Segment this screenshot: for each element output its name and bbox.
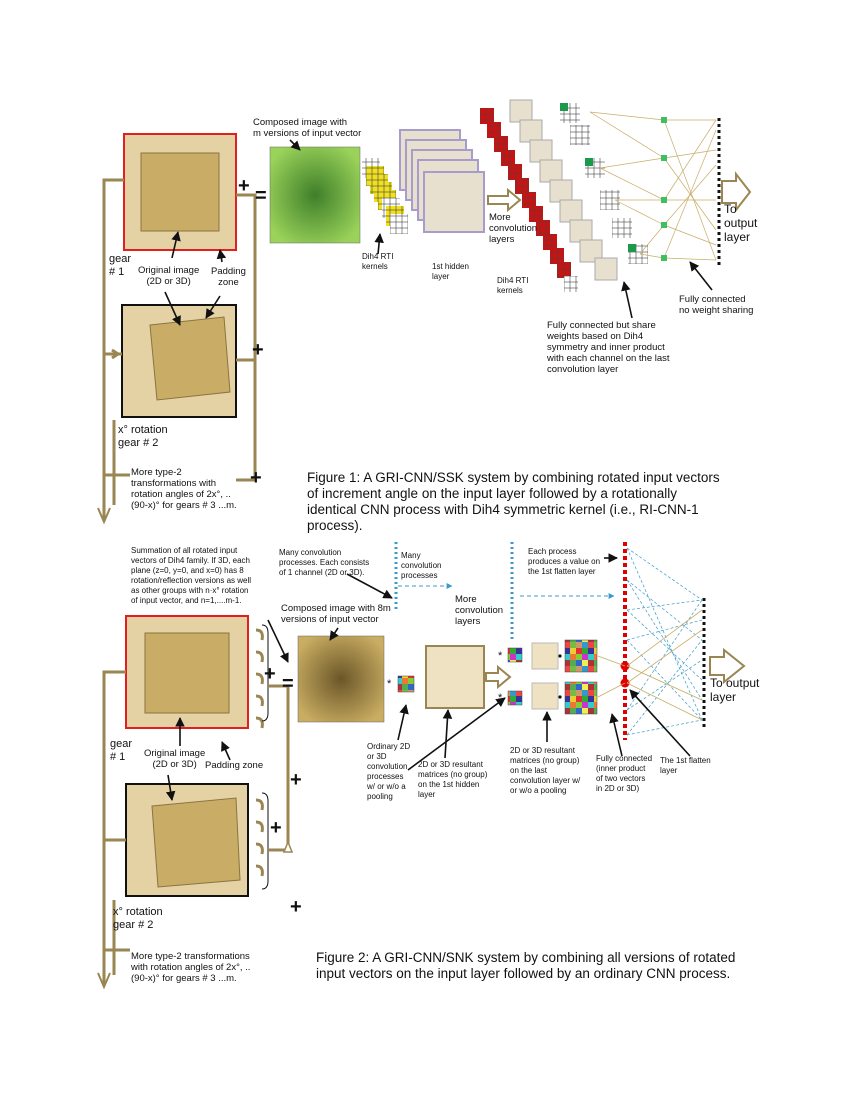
fig1-more-conv-label: More convolution layers xyxy=(489,212,538,245)
fig1-kernels2-label: Dih4 RTI kernels xyxy=(497,276,529,295)
fig2-pointer-arrows xyxy=(165,553,691,801)
fig1-output-label: To output layer xyxy=(724,202,758,244)
fig1-pointer-arrows xyxy=(164,139,713,326)
fig2-ordinary-label: Ordinary 2D or 3D convolution processes … xyxy=(367,742,411,801)
flatten-nodes xyxy=(661,117,667,261)
fc-connections xyxy=(589,111,717,261)
fig2-more-conv-label: More convolution layers xyxy=(455,594,504,627)
composed-image-2 xyxy=(297,635,385,723)
flow-arrow-icon xyxy=(487,187,522,213)
fig1-fc-share-label: Fully connected but share weights based … xyxy=(547,320,670,375)
fig2-gear1-label: gear # 1 xyxy=(110,738,133,763)
brace-arrows xyxy=(255,628,264,877)
fig2-padding-label: Padding zone xyxy=(205,760,264,771)
fig2-star-2: * xyxy=(498,650,503,662)
down-arrow-icon xyxy=(97,507,111,525)
fig2-star-3: * xyxy=(498,692,503,704)
fig1-hidden-label: 1st hidden layer xyxy=(432,262,469,281)
flow-arrow-icon-2 xyxy=(485,664,512,690)
fig1-more-type2-label: More type-2 transformations with rotatio… xyxy=(131,467,237,511)
fig1-equals: = xyxy=(255,185,267,207)
fig1-fc-noshare-label: Fully connected no weight sharing xyxy=(679,294,754,316)
down-arrow-icon-2 xyxy=(97,972,111,990)
fc-weight-grid-2 xyxy=(564,681,598,715)
fig1-plus-3: + xyxy=(250,467,262,489)
routing-lines xyxy=(102,178,257,520)
fc-gold-lines-2 xyxy=(597,609,703,721)
fig2-composed-label: Composed image with 8m versions of input… xyxy=(281,603,391,625)
figure1-caption: Figure 1: A GRI-CNN/SSK system by combin… xyxy=(307,470,720,533)
original-image-square xyxy=(140,152,220,232)
figure1-diagram xyxy=(97,99,752,525)
fig2-star-1: * xyxy=(387,678,392,690)
fig1-plus-2: + xyxy=(252,339,264,361)
fig2-plus-3: + xyxy=(270,817,282,839)
fig1-kernels-label: Dih4 RTI kernels xyxy=(362,252,394,271)
fig2-fc-label: Fully connected (inner product of two ve… xyxy=(596,754,653,793)
fig1-original-label: Original image (2D or 3D) xyxy=(138,265,200,287)
fig2-original-label: Original image (2D or 3D) xyxy=(144,748,206,770)
kernel-stack xyxy=(362,158,408,234)
routing-lines-2 xyxy=(102,670,290,985)
fig2-flatten-label: The 1st flatten layer xyxy=(660,756,711,775)
fig2-output-label: To output layer xyxy=(710,676,760,704)
last-conv-matrix-1 xyxy=(531,642,559,670)
fig1-padding-label: Padding zone xyxy=(211,266,246,288)
fig2-resultant1-label: 2D or 3D resultant matrices (no group) o… xyxy=(418,760,488,799)
figure2-diagram xyxy=(97,542,746,990)
fig1-gear1-label: gear # 1 xyxy=(109,253,132,278)
fig1-composed-label: Composed image with m versions of input … xyxy=(253,117,362,139)
fig2-plus-4: + xyxy=(290,896,302,918)
hidden-matrix xyxy=(425,645,485,709)
figure2-caption: Figure 2: A GRI-CNN/SNK system by combin… xyxy=(316,950,736,981)
fc-lines-2 xyxy=(626,547,703,736)
fig2-more-type2-label: More type-2 transformations with rotatio… xyxy=(131,951,251,984)
fig2-many-conv2-label: Many convolution processes xyxy=(401,551,442,580)
conv-layer-stack xyxy=(480,99,648,292)
fig2-plus-1: + xyxy=(264,663,276,685)
rotated-image-square-2 xyxy=(151,797,241,888)
composed-image xyxy=(269,146,361,244)
fig1-plus-1: + xyxy=(238,175,250,197)
fig2-resultant2-label: 2D or 3D resultant matrices (no group) o… xyxy=(510,746,581,795)
fig2-rotation-label: x° rotation gear # 2 xyxy=(113,906,163,931)
to-output-arrow-icon xyxy=(721,171,752,213)
rotated-image-square xyxy=(149,316,231,401)
kernel-grid xyxy=(397,675,415,693)
fig2-equals: = xyxy=(282,673,294,695)
fig2-summation-label: Summation of all rotated input vectors o… xyxy=(131,546,252,605)
fig2-plus-2: + xyxy=(290,769,302,791)
fig2-many-conv-label: Many convolution processes. Each consist… xyxy=(279,548,370,577)
last-conv-matrix-2 xyxy=(531,682,559,710)
hidden-layer-stack xyxy=(399,129,485,233)
to-output-arrow-icon-2 xyxy=(709,647,746,685)
original-image-square-2 xyxy=(144,632,230,714)
fig1-rotation-label: x° rotation gear # 2 xyxy=(118,424,168,449)
fc-weight-grid-1 xyxy=(564,639,598,673)
fig2-each-process-label: Each process produces a value on the 1st… xyxy=(528,547,601,576)
